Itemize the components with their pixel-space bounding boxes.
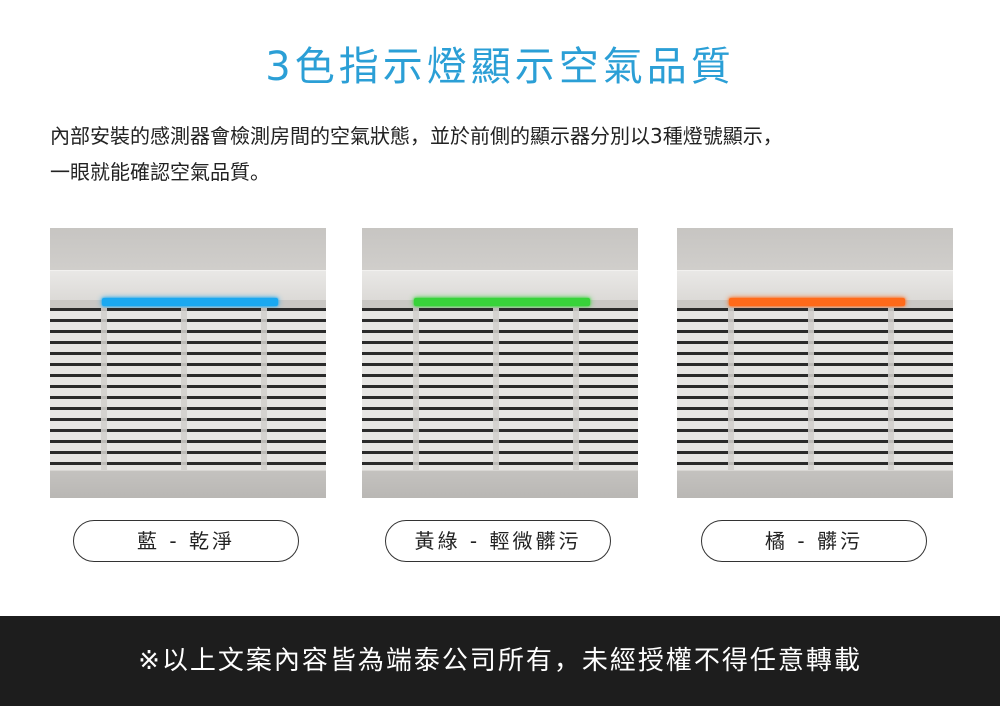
purifier-image-blue bbox=[50, 228, 326, 498]
description: 內部安裝的感測器會檢測房間的空氣狀態，並於前側的顯示器分別以3種燈號顯示， 一眼… bbox=[50, 118, 970, 190]
led-indicator-bar bbox=[414, 298, 590, 306]
grille-strut bbox=[413, 308, 419, 470]
led-indicator-bar bbox=[729, 298, 905, 306]
grille-strut bbox=[573, 308, 579, 470]
page-title: 3色指示燈顯示空氣品質 bbox=[265, 44, 735, 90]
panel-top bbox=[677, 228, 953, 270]
indicator-label-blue: 藍 - 乾淨 bbox=[73, 520, 299, 562]
panel-top bbox=[50, 228, 326, 270]
description-line-2: 一眼就能確認空氣品質。 bbox=[50, 160, 270, 184]
grille-strut bbox=[728, 308, 734, 470]
air-grille bbox=[677, 308, 953, 470]
panel-ridge bbox=[362, 270, 638, 300]
copyright-footer: ※以上文案內容皆為端泰公司所有，未經授權不得任意轉載 bbox=[0, 616, 1000, 706]
panel-bottom bbox=[50, 470, 326, 498]
grille-strut bbox=[101, 308, 107, 470]
panel-ridge bbox=[50, 270, 326, 300]
indicator-label-green: 黃綠 - 輕微髒污 bbox=[385, 520, 611, 562]
purifier-image-green bbox=[362, 228, 638, 498]
panel-ridge bbox=[677, 270, 953, 300]
grille-strut bbox=[261, 308, 267, 470]
description-line-1: 內部安裝的感測器會檢測房間的空氣狀態，並於前側的顯示器分別以3種燈號顯示， bbox=[50, 124, 783, 148]
grille-strut bbox=[888, 308, 894, 470]
panel-top bbox=[362, 228, 638, 270]
indicator-label-orange: 橘 - 髒污 bbox=[701, 520, 927, 562]
air-grille bbox=[362, 308, 638, 470]
grille-strut bbox=[493, 308, 499, 470]
led-indicator-bar bbox=[102, 298, 278, 306]
panel-bottom bbox=[362, 470, 638, 498]
grille-strut bbox=[181, 308, 187, 470]
air-grille bbox=[50, 308, 326, 470]
grille-strut bbox=[808, 308, 814, 470]
panel-bottom bbox=[677, 470, 953, 498]
purifier-image-orange bbox=[677, 228, 953, 498]
